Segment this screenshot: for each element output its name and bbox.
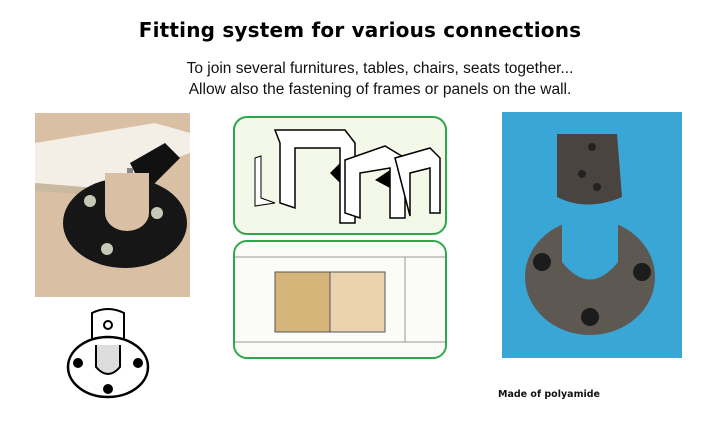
page-title: Fitting system for various connections xyxy=(138,18,582,42)
wall-panel-illustration xyxy=(233,240,447,359)
fitting-line-drawing xyxy=(66,308,150,399)
polyamide-fitting-photo xyxy=(502,112,682,358)
furniture-join-illustration xyxy=(233,116,447,235)
table-leg-fitting-photo xyxy=(35,113,190,297)
subtitle-line-1: To join several furnitures, tables, chai… xyxy=(186,60,574,77)
subtitle-line-2: Allow also the fastening of frames or pa… xyxy=(188,81,572,98)
material-caption: Made of polyamide xyxy=(498,389,600,400)
